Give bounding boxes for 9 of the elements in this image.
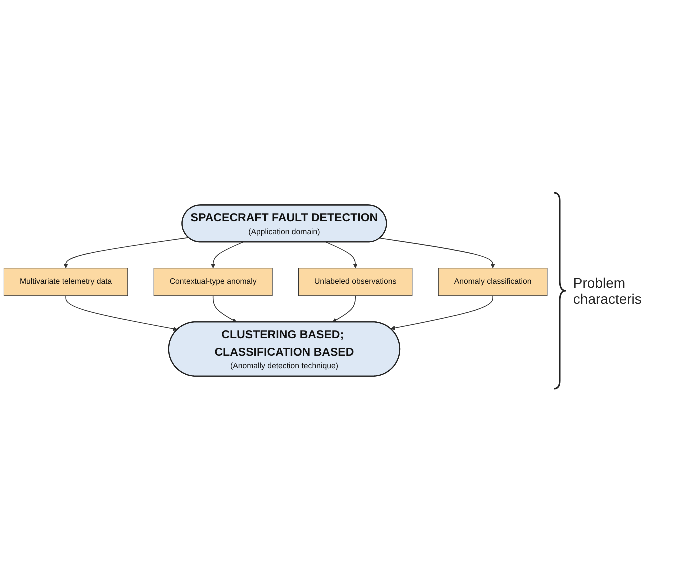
arrow — [326, 242, 358, 269]
arrow — [390, 296, 494, 331]
arrow — [380, 238, 496, 269]
arrow — [211, 242, 244, 269]
arrow — [66, 296, 178, 332]
arrow — [332, 296, 356, 323]
arrow — [212, 296, 237, 323]
arrow — [64, 238, 190, 269]
bracket-label: Problem characteris — [573, 275, 643, 307]
